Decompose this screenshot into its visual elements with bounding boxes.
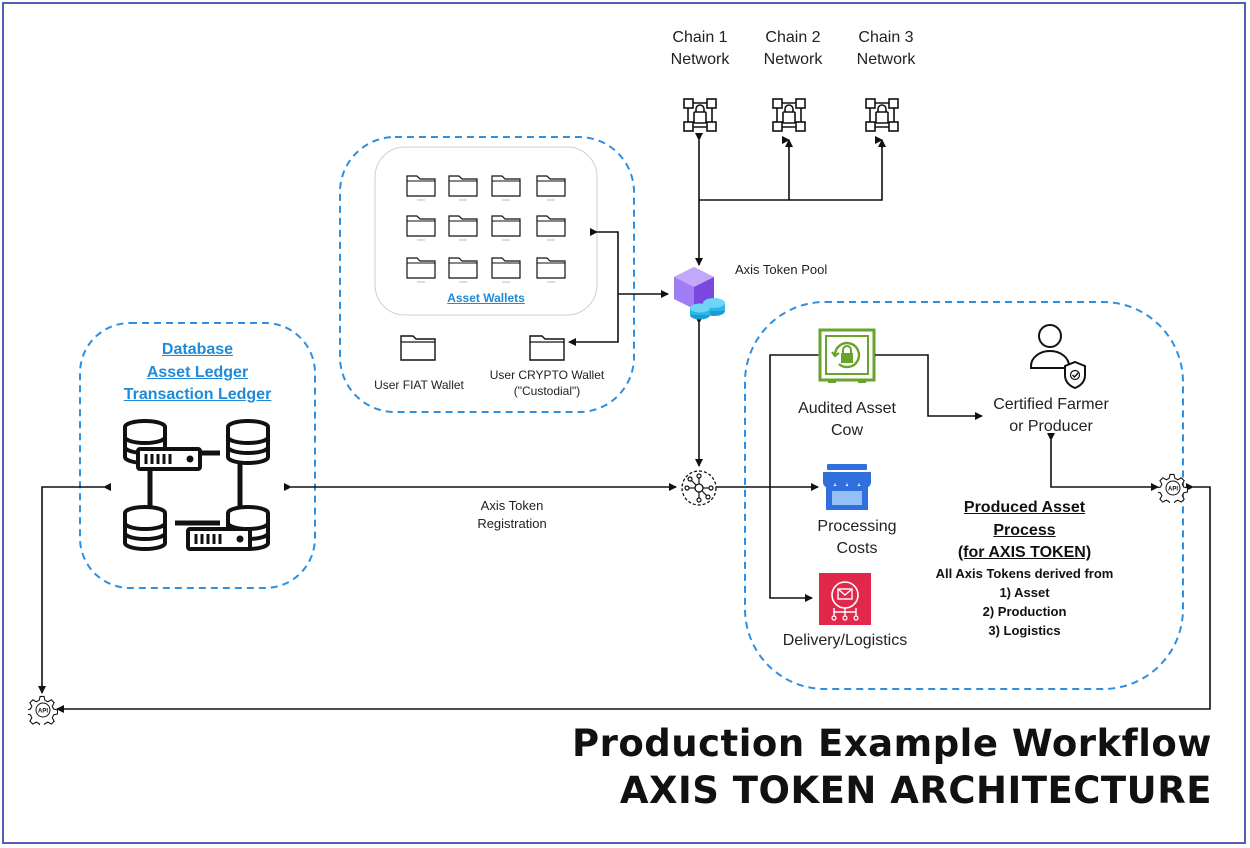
folder-icon[interactable] — [405, 172, 437, 202]
blockchain-network-icon — [772, 98, 806, 132]
folder-icon[interactable] — [535, 172, 567, 202]
chain2-connector — [699, 140, 790, 201]
folder-icon[interactable] — [447, 254, 479, 284]
chain3-connector — [789, 140, 883, 201]
registration-label: Axis Token Registration — [477, 498, 547, 531]
certified-user-icon — [1030, 324, 1086, 390]
database-title[interactable]: Database Asset Ledger Transaction Ledger — [110, 339, 285, 407]
process-title-line: Produced Asset — [963, 499, 1086, 516]
folder-icon[interactable] — [490, 212, 522, 242]
folder-icon[interactable] — [535, 254, 567, 284]
process-item: 1) Asset — [999, 585, 1050, 600]
process-title: Produced Asset Process (for AXIS TOKEN) — [912, 497, 1137, 565]
database-title-line[interactable]: Database — [161, 341, 234, 358]
folder-icon — [400, 335, 436, 361]
farmer-label: Certified Farmer or Producer — [993, 396, 1109, 435]
processing-label: Processing Costs — [817, 518, 897, 557]
folder-icon[interactable] — [535, 212, 567, 242]
wallet-group-border — [339, 136, 635, 413]
footer-title: Production Example Workflow — [571, 722, 1212, 765]
storefront-icon — [823, 464, 871, 510]
database-api-connector — [38, 483, 111, 694]
process-details: All Axis Tokens derived from 1) Asset 2)… — [912, 564, 1137, 640]
process-item: 2) Production — [982, 604, 1067, 619]
api-gear-icon[interactable]: API — [28, 695, 58, 725]
audited-asset-label: Audited Asset Cow — [798, 400, 896, 439]
api-loop-connector — [56, 483, 1211, 713]
database-title-line[interactable]: Asset Ledger — [146, 363, 249, 381]
network-hub-icon — [681, 470, 717, 506]
fiat-wallet-label: User FIAT Wallet — [374, 378, 464, 392]
process-subtitle: All Axis Tokens derived from — [935, 566, 1114, 581]
process-item: 3) Logistics — [988, 623, 1061, 638]
folder-icon[interactable] — [490, 254, 522, 284]
vault-farmer-connector — [870, 351, 983, 420]
wallet-pool-connector — [568, 228, 619, 346]
folder-icon[interactable] — [405, 254, 437, 284]
folder-icon — [529, 335, 565, 361]
farmer-api-connector — [1047, 433, 1159, 491]
database-servers-icon — [123, 419, 270, 551]
delivery-hub-icon — [819, 573, 871, 625]
chain2-label: Chain 2 Network — [763, 29, 823, 68]
chain3-label: Chain 3 Network — [856, 29, 916, 68]
delivery-label: Delivery/Logistics — [782, 632, 908, 649]
folder-icon[interactable] — [447, 212, 479, 242]
process-branch-connector — [769, 351, 825, 602]
vault-icon — [818, 328, 876, 383]
svg-text:API: API — [38, 709, 48, 715]
crypto-wallet-label: User CRYPTO Wallet ("Custodial") — [489, 368, 605, 398]
token-pool-label: Axis Token Pool — [735, 262, 828, 277]
chain1-label: Chain 1 Network — [670, 29, 730, 68]
svg-text:API: API — [1168, 487, 1178, 493]
asset-wallets-title[interactable]: Asset Wallets — [447, 291, 525, 305]
blockchain-network-icon — [683, 98, 717, 132]
process-title-line: Process — [993, 521, 1056, 539]
folder-icon[interactable] — [490, 172, 522, 202]
folder-icon[interactable] — [405, 212, 437, 242]
token-pool-cube-icon — [674, 267, 725, 320]
folder-icon[interactable] — [447, 172, 479, 202]
process-title-line: (for AXIS TOKEN) — [957, 544, 1092, 561]
api-gear-icon[interactable]: API — [1158, 473, 1188, 503]
database-title-line[interactable]: Transaction Ledger — [123, 386, 272, 403]
blockchain-network-icon — [865, 98, 899, 132]
footer-subtitle: AXIS TOKEN ARCHITECTURE — [619, 769, 1212, 812]
